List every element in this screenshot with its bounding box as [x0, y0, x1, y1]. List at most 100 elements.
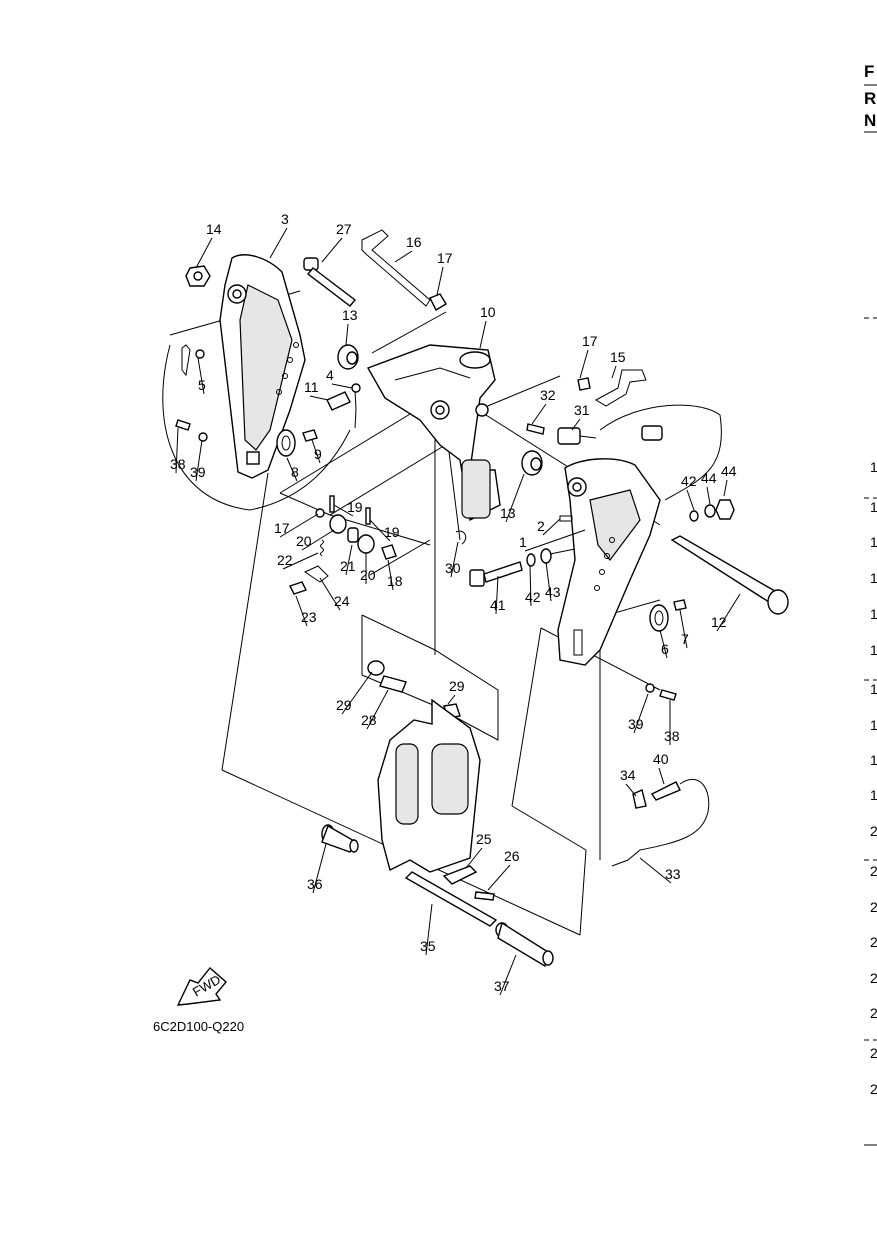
leader-line — [195, 237, 213, 269]
callout-number: 25 — [476, 831, 492, 847]
callout-36: 36 — [307, 843, 327, 894]
callout-number: 11 — [304, 379, 319, 395]
callout-number: 29 — [449, 678, 465, 694]
callout-number: 32 — [540, 387, 556, 403]
leader-line — [611, 365, 617, 379]
leader-line — [309, 395, 329, 401]
callout-number: 34 — [620, 767, 636, 783]
clamp-bracket-left — [219, 254, 306, 479]
callout-11: 11 — [304, 379, 329, 401]
callout-1: 1 — [519, 529, 586, 552]
leader-line — [487, 864, 511, 891]
callout-number: 35 — [420, 938, 436, 954]
callout-35: 35 — [420, 903, 436, 956]
callout-19: 19 — [369, 519, 400, 542]
callout-20: 20 — [360, 553, 376, 584]
callout-15: 15 — [610, 349, 626, 379]
callout-4: 4 — [326, 367, 353, 389]
callout-number: 4 — [326, 367, 334, 383]
leader-line — [505, 473, 525, 523]
callout-number: 16 — [406, 234, 422, 250]
callout-number: 2 — [537, 518, 545, 534]
callout-number: 10 — [480, 304, 496, 320]
callout-43: 43 — [545, 561, 561, 602]
callout-number: 20 — [296, 533, 312, 549]
edge-heading-letter: F — [864, 62, 874, 81]
leader-line — [465, 847, 483, 869]
edge-row-number: 1 — [870, 459, 877, 475]
leader-line — [301, 529, 335, 551]
callout-28: 28 — [361, 689, 389, 730]
callout-number: 39 — [190, 464, 206, 480]
callout-number: 26 — [504, 848, 520, 864]
edge-row-number: 2 — [870, 863, 877, 879]
callout-number: 36 — [307, 876, 323, 892]
callout-42: 42 — [525, 565, 541, 607]
leader-line — [571, 418, 581, 431]
callout-24: 24 — [319, 577, 350, 611]
leader-line — [716, 593, 741, 632]
callout-17: 17 — [274, 513, 319, 538]
edge-row-number: 1 — [870, 570, 877, 586]
leader-line — [312, 843, 327, 894]
leader-line — [658, 767, 665, 785]
callout-33: 33 — [639, 857, 681, 884]
callout-number: 41 — [490, 597, 506, 613]
leader-line — [723, 479, 728, 497]
callout-number: 38 — [170, 456, 186, 472]
callout-number: 30 — [445, 560, 461, 576]
callout-number: 14 — [206, 221, 222, 237]
edge-row-number: 2 — [870, 823, 877, 839]
leader-line — [331, 383, 353, 389]
clamp-bracket-right — [557, 458, 661, 666]
leader-line — [679, 609, 688, 649]
leader-line — [269, 227, 288, 259]
callout-34: 34 — [620, 767, 637, 797]
leader-line — [529, 565, 532, 607]
leader-line — [686, 489, 695, 511]
leader-line — [524, 529, 586, 552]
callout-38: 38 — [664, 700, 680, 745]
callout-number: 15 — [610, 349, 626, 365]
leader-line — [579, 349, 589, 379]
callout-40: 40 — [653, 751, 669, 785]
edge-row-number: 1 — [870, 717, 877, 733]
callout-number: 22 — [277, 552, 293, 568]
callout-18: 18 — [387, 559, 403, 591]
callout-27: 27 — [321, 221, 352, 263]
callout-number: 12 — [711, 614, 727, 630]
leader-line — [341, 671, 373, 715]
callout-number: 21 — [340, 558, 356, 574]
callout-44: 44 — [701, 470, 717, 505]
callout-number: 13 — [500, 505, 516, 521]
edge-heading-letter: N — [864, 111, 876, 130]
callout-39: 39 — [190, 439, 206, 482]
callout-25: 25 — [465, 831, 492, 869]
edge-row-number: 1 — [870, 787, 877, 803]
callout-number: 20 — [360, 567, 376, 583]
callout-number: 39 — [628, 716, 644, 732]
leader-line — [542, 518, 561, 536]
edge-row-number: 2 — [870, 1081, 877, 1097]
callout-number: 43 — [545, 584, 561, 600]
leader-line — [447, 694, 456, 705]
edge-row-number: 2 — [870, 899, 877, 915]
edge-row-number: 1 — [870, 642, 877, 658]
callout-number: 23 — [301, 609, 317, 625]
leader-line — [345, 323, 349, 346]
leader-line — [706, 486, 711, 505]
leader-line — [286, 457, 298, 482]
callout-number: 5 — [198, 377, 206, 393]
callout-number: 13 — [342, 307, 358, 323]
leader-line — [366, 689, 389, 730]
callout-13: 13 — [342, 307, 358, 346]
callout-number: 37 — [494, 978, 510, 994]
callout-5: 5 — [197, 357, 206, 395]
callout-number: 8 — [291, 464, 299, 480]
leader-line — [279, 513, 319, 538]
leader-line — [436, 266, 444, 296]
leader-line — [195, 439, 203, 482]
callout-20: 20 — [296, 529, 335, 551]
edge-row-number: 1 — [870, 752, 877, 768]
